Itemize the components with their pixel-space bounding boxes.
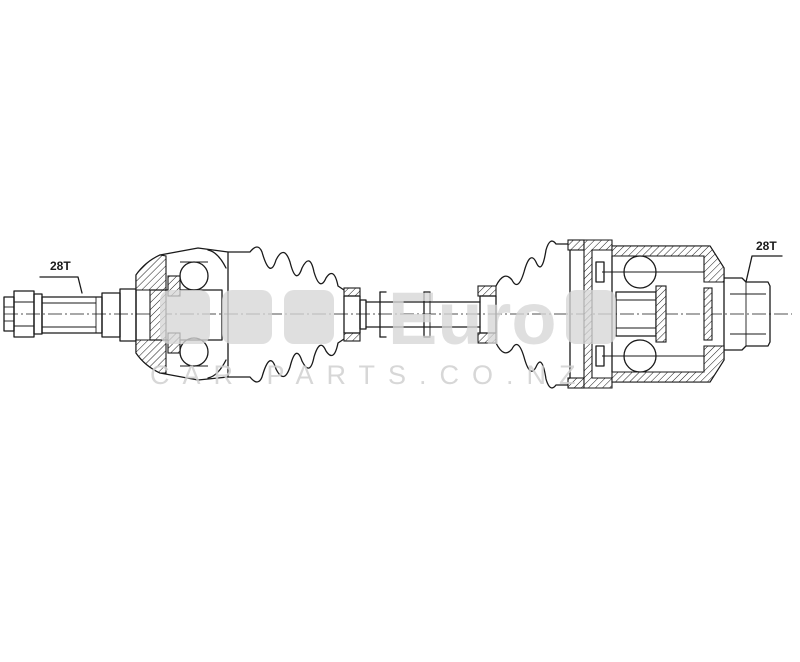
watermark-logo-blocks	[160, 290, 334, 344]
hub-nut	[3, 290, 43, 338]
right-spline-stub	[723, 277, 771, 351]
cv-ball-upper	[179, 261, 209, 291]
left-spline-tooth-count: 28T	[50, 259, 71, 273]
left-spline-stub	[41, 288, 137, 342]
watermark-logo-block-right	[566, 290, 616, 344]
watermark: Euro CAR PARTS.CO.NZ	[150, 277, 616, 390]
right-spline-callout: 28T	[745, 239, 783, 283]
right-spline-tooth-count: 28T	[756, 239, 777, 253]
inner-cv-joint	[569, 239, 725, 389]
inner-boot	[477, 239, 585, 389]
left-spline-callout: 28T	[39, 259, 83, 294]
watermark-tagline: CAR PARTS.CO.NZ	[150, 360, 589, 390]
main-shaft	[365, 291, 481, 338]
watermark-brand: Euro	[388, 277, 557, 360]
outer-boot	[227, 246, 367, 383]
